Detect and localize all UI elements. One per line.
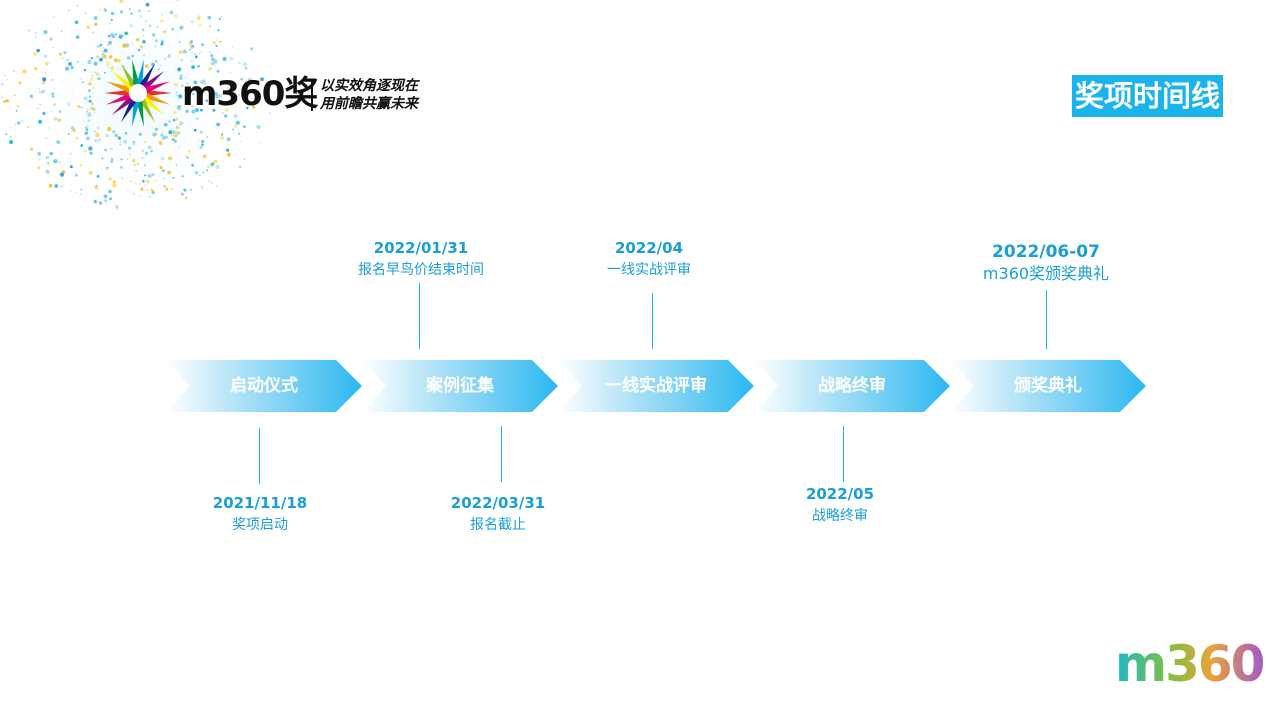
milestone-date: 2022/01/31 — [373, 239, 469, 257]
stage-label: 颁奖典礼 — [1014, 376, 1082, 396]
connector-line — [419, 283, 420, 349]
milestone-early-bird: 2022/01/31 报名早鸟价结束时间 — [311, 237, 531, 281]
milestone-kickoff: 2021/11/18 奖项启动 — [150, 492, 370, 536]
page-title: 奖项时间线 — [1072, 75, 1224, 117]
stage-label: 启动仪式 — [230, 376, 298, 396]
stage-label: 案例征集 — [426, 376, 494, 396]
stage-label: 战略终审 — [818, 376, 886, 396]
brand-logo-area: m360奖 以实效角逐现在 用前瞻共赢未来 — [0, 0, 460, 230]
milestone-date: 2021/11/18 — [212, 494, 308, 512]
milestone-date: 2022/06-07 — [992, 242, 1100, 262]
milestone-date: 2022/05 — [805, 485, 875, 503]
milestone-desc: 报名早鸟价结束时间 — [358, 262, 484, 278]
slogan-divider — [311, 79, 313, 111]
brand-wordmark: m360奖 — [182, 74, 318, 114]
brand-slogan: 以实效角逐现在 用前瞻共赢未来 — [320, 77, 418, 113]
stage-label: 一线实战评审 — [605, 376, 707, 396]
milestone-desc: 报名截止 — [470, 517, 526, 533]
milestone-frontline-review: 2022/04 一线实战评审 — [539, 237, 759, 281]
milestone-desc: m360奖颁奖典礼 — [982, 264, 1110, 283]
stage-arrow-case-collection: 案例征集 — [362, 360, 558, 412]
milestone-date: 2022/04 — [614, 239, 684, 257]
milestone-desc: 战略终审 — [812, 508, 868, 524]
slogan-line-1: 以实效角逐现在 — [320, 78, 418, 94]
connector-line — [843, 426, 844, 482]
slogan-line-2: 用前瞻共赢未来 — [320, 96, 418, 112]
stage-arrow-final-review: 战略终审 — [754, 360, 950, 412]
starburst-icon — [104, 59, 172, 127]
milestone-desc: 奖项启动 — [232, 517, 288, 533]
stage-arrow-award-ceremony: 颁奖典礼 — [950, 360, 1146, 412]
footer-m360-logo: m360 — [1115, 635, 1265, 693]
milestone-date: 2022/03/31 — [450, 494, 546, 512]
particle-globe-graphic — [0, 0, 271, 210]
connector-line — [501, 426, 502, 482]
stage-arrow-kickoff: 启动仪式 — [166, 360, 362, 412]
milestone-registration-deadline: 2022/03/31 报名截止 — [388, 492, 608, 536]
milestone-award-ceremony: 2022/06-07 m360奖颁奖典礼 — [936, 241, 1156, 285]
milestone-desc: 一线实战评审 — [607, 262, 691, 278]
milestone-final-review: 2022/05 战略终审 — [730, 483, 950, 527]
connector-line — [259, 428, 260, 484]
connector-line — [652, 293, 653, 349]
connector-line — [1046, 290, 1047, 349]
stage-arrow-frontline-review: 一线实战评审 — [558, 360, 754, 412]
